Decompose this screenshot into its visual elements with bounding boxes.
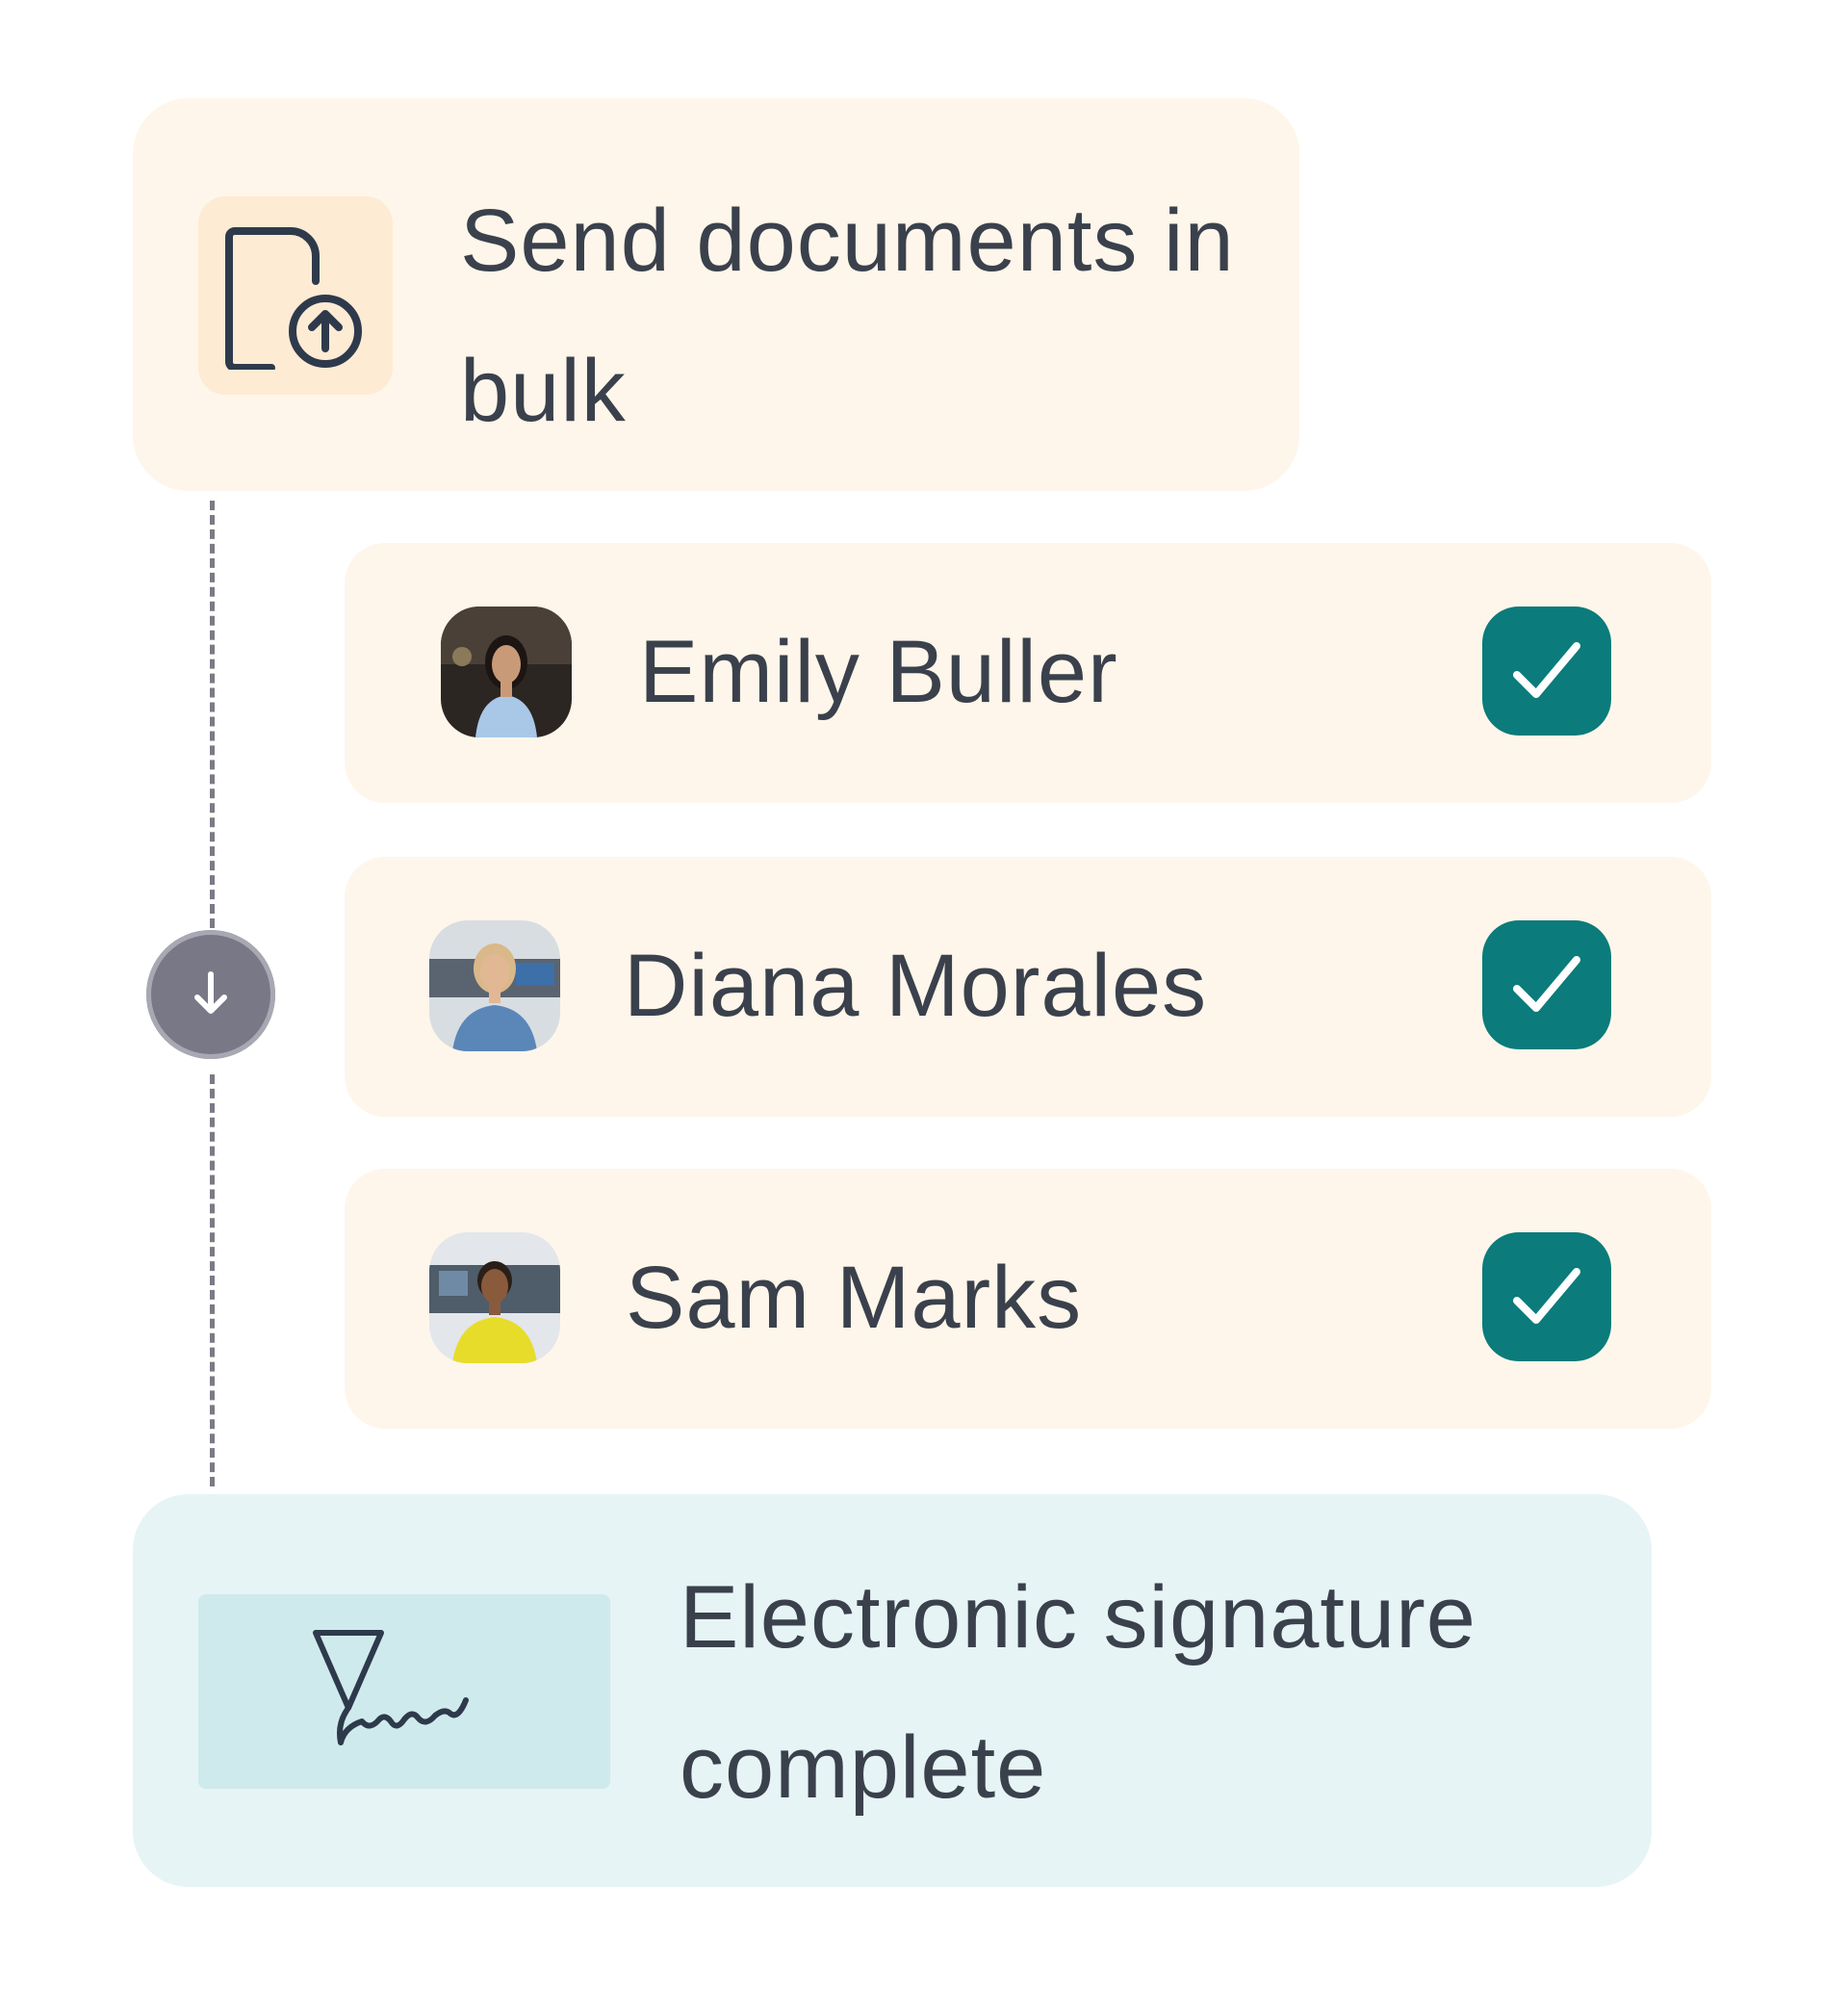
signed-checkbox[interactable] [1482,920,1611,1049]
signature-complete-title: Electronic signature complete [680,1568,1476,1817]
checkmark-icon [1513,956,1580,1012]
avatar [429,1232,560,1363]
recipient-row: Diana Morales [345,857,1711,1117]
checkmark-icon [1513,642,1580,698]
signed-checkbox[interactable] [1482,1232,1611,1361]
signature-icon [313,1630,469,1745]
recipient-name: Diana Morales [624,937,1208,1035]
file-upload-icon-tile [198,196,393,395]
avatar [441,607,572,737]
signature-preview [198,1594,610,1789]
bulk-send-card: Send documents in bulk [133,98,1299,491]
arrow-down-icon [194,971,227,1014]
connector-line-upper [210,501,215,928]
signed-checkbox[interactable] [1482,607,1611,736]
step-arrow-knob [146,930,275,1059]
recipient-name: Emily Buller [639,623,1118,721]
signature-complete-card: Electronic signature complete [133,1494,1652,1887]
file-upload-icon [225,227,362,370]
bulk-send-title: Send documents in bulk [460,192,1235,440]
recipient-name: Sam Marks [626,1249,1083,1347]
recipient-row: Sam Marks [345,1169,1711,1429]
recipient-row: Emily Buller [345,543,1711,803]
avatar [429,920,560,1051]
checkmark-icon [1513,1268,1580,1324]
connector-line-lower [210,1074,215,1486]
